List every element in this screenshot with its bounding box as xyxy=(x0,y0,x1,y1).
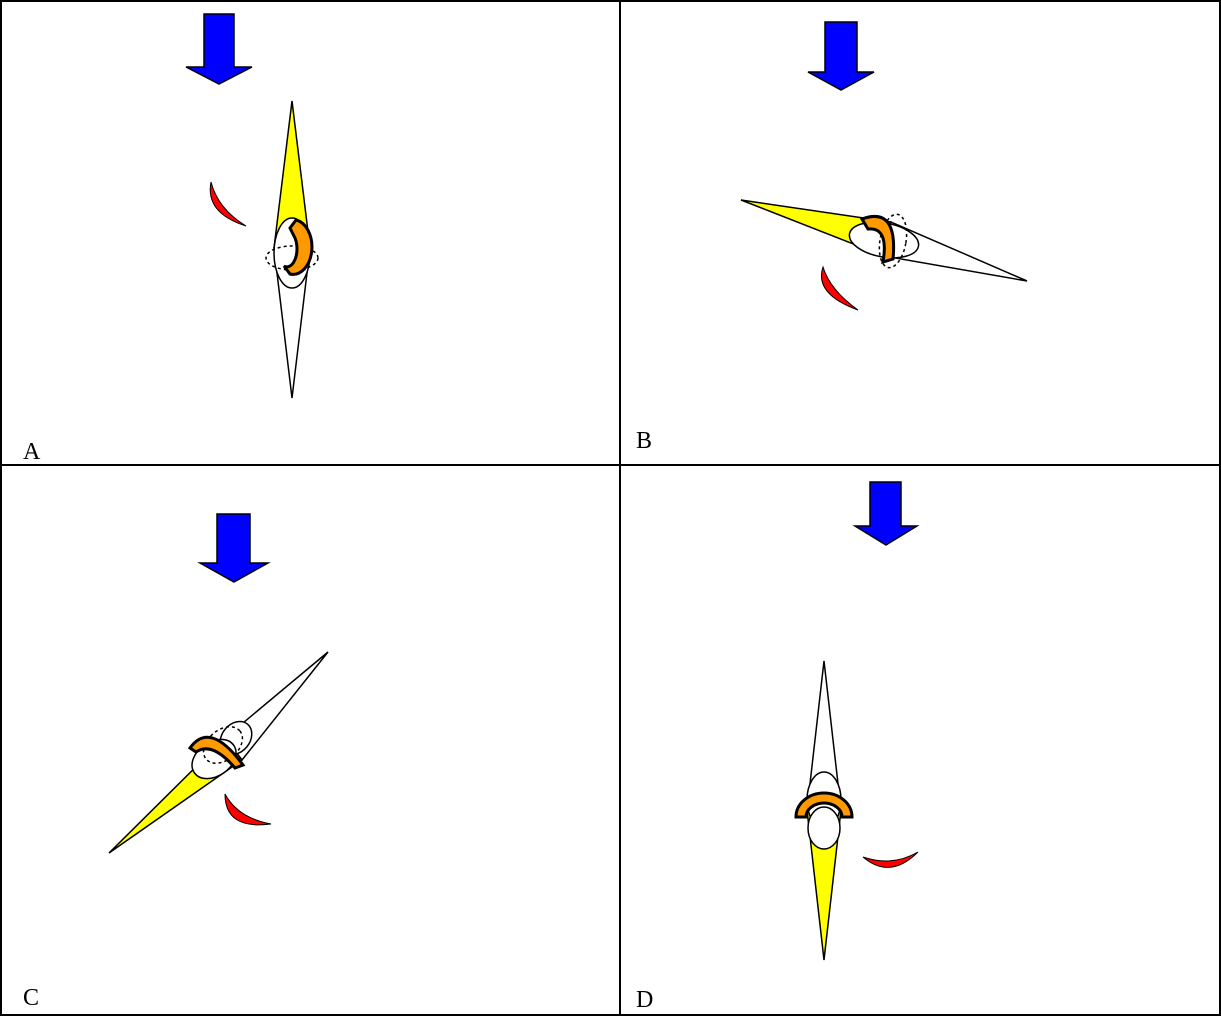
orange-arc-shape xyxy=(187,735,246,770)
orange-arc-shape xyxy=(859,214,896,265)
down-arrow-icon xyxy=(852,481,920,546)
dashed-ring xyxy=(878,213,908,269)
panel-label-b: B xyxy=(636,428,653,454)
panel-d xyxy=(794,481,920,961)
panel-label-d: D xyxy=(636,987,654,1013)
red-crescent-shape xyxy=(209,181,247,227)
red-crescent-shape xyxy=(224,793,272,826)
hub-ellipse xyxy=(807,806,841,850)
dashed-ring xyxy=(202,726,244,764)
panel-c xyxy=(108,513,329,854)
panel-label-a: A xyxy=(23,439,41,465)
orange-arc-shape xyxy=(794,791,854,819)
panel-b xyxy=(740,21,1028,311)
panel-a xyxy=(185,13,319,399)
orange-arc-shape xyxy=(282,218,314,276)
down-arrow-icon xyxy=(807,21,875,91)
down-arrow-icon xyxy=(185,13,253,85)
red-crescent-shape xyxy=(862,851,919,868)
down-arrow-icon xyxy=(197,513,271,583)
panel-label-c: C xyxy=(23,985,40,1011)
red-crescent-shape xyxy=(821,265,859,311)
